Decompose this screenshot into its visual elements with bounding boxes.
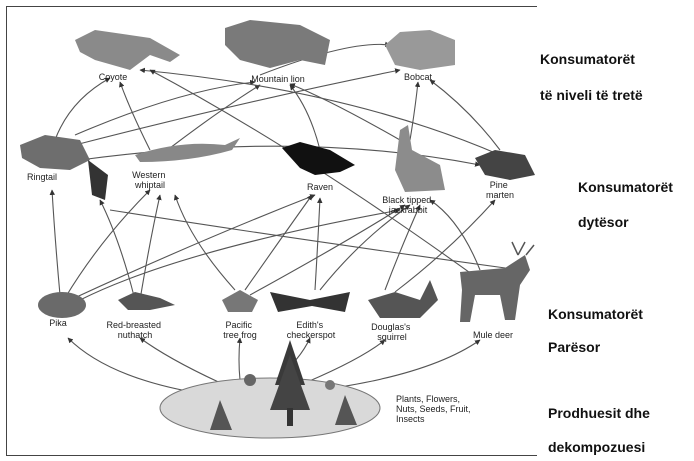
svg-text:Red-breasted nuthatch: Red-breasted nuthatch — [106, 320, 163, 340]
flower-icon — [244, 374, 256, 386]
coyote-icon — [75, 30, 180, 70]
svg-text:Bobcat: Bobcat — [404, 72, 433, 82]
mountain-lion-icon — [225, 20, 330, 68]
squirrel-node: Douglas's squirrel — [368, 280, 438, 342]
squirrel-icon — [368, 280, 438, 318]
tree-frog-node: Pacific tree frog — [222, 290, 258, 340]
ringtail-icon — [20, 135, 90, 170]
pine-marten-icon — [475, 150, 535, 180]
svg-text:Pine marten: Pine marten — [486, 180, 514, 200]
mule-deer-node: Mule deer — [460, 241, 535, 340]
pine-marten-node: Pine marten — [475, 150, 535, 200]
svg-text:Coyote: Coyote — [99, 72, 128, 82]
producers-level-title: Prodhuesit dhe — [548, 405, 650, 421]
raven-node: Raven — [282, 142, 355, 192]
checkerspot-node: Edith's checkerspot — [270, 292, 350, 340]
jackrabbit-icon — [395, 125, 445, 192]
svg-text:Black tipped jackrabbit: Black tipped jackrabbit — [382, 195, 434, 215]
svg-text:Western whiptail: Western whiptail — [132, 170, 168, 190]
svg-text:Douglas's squirrel: Douglas's squirrel — [371, 322, 413, 342]
secondary-level-title: Konsumatorët — [578, 179, 673, 195]
frog-icon — [222, 290, 258, 312]
ringtail-tail — [88, 160, 108, 200]
producers-label: Plants, Flowers, Nuts, Seeds, Fruit, Ins… — [396, 394, 473, 424]
svg-text:Mountain lion: Mountain lion — [251, 74, 305, 84]
mountain-lion-node: Mountain lion — [225, 20, 330, 84]
jackrabbit-node: Black tipped jackrabbit — [382, 125, 445, 215]
nuthatch-icon — [118, 292, 175, 310]
coyote-node: Coyote — [75, 30, 180, 82]
producers-level-subtitle: dekompozuesi — [548, 439, 646, 455]
svg-text:Edith's checkerspot: Edith's checkerspot — [287, 320, 336, 340]
primary-level-title: Konsumatorët — [548, 306, 643, 322]
ringtail-node: Ringtail — [20, 135, 108, 200]
svg-text:Raven: Raven — [307, 182, 333, 192]
svg-text:Mule deer: Mule deer — [473, 330, 513, 340]
tertiary-level-title: Konsumatorët — [540, 51, 635, 67]
lizard-icon — [135, 138, 240, 162]
raven-icon — [282, 142, 355, 175]
small-tree-icon — [210, 400, 232, 430]
pika-icon — [38, 292, 86, 318]
western-whiptail-node: Western whiptail — [132, 138, 240, 190]
svg-text:Pika: Pika — [49, 318, 67, 328]
producers-group: Plants, Flowers, Nuts, Seeds, Fruit, Ins… — [159, 340, 473, 439]
bobcat-icon — [385, 30, 455, 70]
diagram-frame — [6, 6, 537, 456]
butterfly-icon — [270, 292, 350, 312]
svg-text:Ringtail: Ringtail — [27, 172, 57, 182]
deer-icon — [460, 255, 530, 322]
secondary-level-subtitle: dytësor — [578, 214, 629, 230]
pika-node: Pika — [38, 292, 86, 328]
nuthatch-node: Red-breasted nuthatch — [106, 292, 175, 340]
primary-level-subtitle: Parësor — [548, 339, 601, 355]
svg-text:Pacific tree frog: Pacific tree frog — [223, 320, 257, 340]
tertiary-level-subtitle: të niveli të tretë — [540, 87, 643, 103]
feeding-arrows — [49, 41, 521, 396]
bobcat-node: Bobcat — [385, 30, 455, 82]
